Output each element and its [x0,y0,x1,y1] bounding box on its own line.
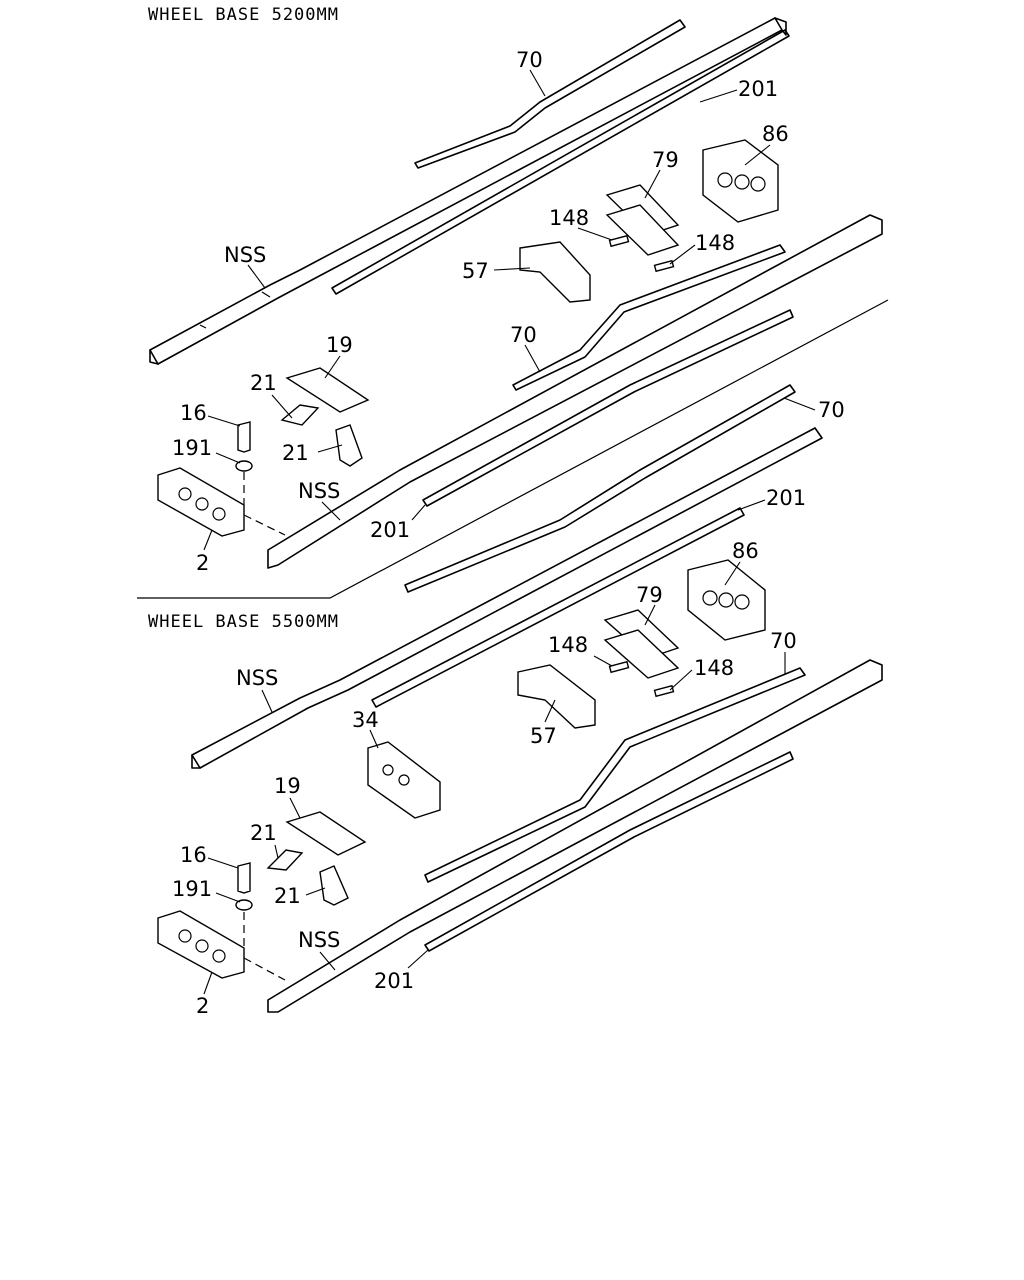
callout-201-right: 201 [766,486,806,510]
crossmember-34 [367,741,441,819]
callout-2-5500: 2 [196,994,209,1018]
bracket-79-5500 [603,609,680,679]
plate-70-5500 [424,667,806,883]
callout-201-lower: 201 [370,518,410,542]
callout-86: 86 [762,122,789,146]
callout-21-bottom: 21 [282,441,309,465]
bolt-16 [237,421,251,453]
reinforcement-201-lower-5500 [424,751,794,952]
shim-148-b-5500 [653,684,675,698]
callout-21-bottom-5500: 21 [274,884,301,908]
callout-57-5500: 57 [530,724,557,748]
frame-rail-nss-upper [149,17,787,365]
callout-nss-upper: NSS [224,243,266,267]
washer-191-5500 [235,899,253,911]
callout-148-right-5500: 148 [694,656,734,680]
section-wheel-base-5500: WHEEL BASE 5500MM [148,427,883,1018]
bracket-21-b-5500 [319,865,349,906]
reinforcement-201-upper [331,29,790,295]
reinforcement-201-upper-5500 [371,507,745,708]
bracket-21-a-5500 [266,849,304,871]
callout-21-top-5500: 21 [250,821,277,845]
callout-79: 79 [652,148,679,172]
callout-16: 16 [180,401,207,425]
callout-70-right: 70 [818,398,845,422]
callout-148-left: 148 [549,206,589,230]
callout-70-top: 70 [516,48,543,72]
plate-70-right [404,384,796,593]
frame-rail-nss-left [191,427,823,769]
callout-191-5500: 191 [172,877,212,901]
callout-57: 57 [462,259,489,283]
shim-148-b [653,259,675,273]
crossmember-86-5500 [687,559,766,641]
callout-21-top: 21 [250,371,277,395]
callout-191: 191 [172,436,212,460]
frame-rail-lower-right [267,659,883,1013]
bracket-57 [519,241,591,303]
callout-70-5500: 70 [770,629,797,653]
callout-86-5500: 86 [732,539,759,563]
bracket-21-a [280,404,320,426]
section-wheel-base-5200: WHEEL BASE 5200MM [137,5,889,599]
callout-nss-left-5500: NSS [236,666,278,690]
plate-70-top [414,19,686,169]
callout-79-5500: 79 [636,583,663,607]
callout-34: 34 [352,708,379,732]
plate-70-mid [512,244,786,391]
bolt-16-5500 [237,862,251,894]
callout-148-left-5500: 148 [548,633,588,657]
crossmember-19-5500 [285,811,367,856]
crossmember-19 [285,367,370,413]
section-title-5200: WHEEL BASE 5200MM [148,5,339,25]
shim-148-a-5500 [608,660,630,674]
callout-19-5500: 19 [274,774,301,798]
washer-191 [235,460,253,472]
reinforcement-201-mid [422,309,794,507]
callout-nss-lower-5500: NSS [298,928,340,952]
callout-148-right: 148 [695,231,735,255]
callout-70-mid: 70 [510,323,537,347]
crossmember-86 [702,139,779,223]
shim-148-a [608,234,630,248]
section-divider [137,299,889,599]
crossmember-2-5500 [157,910,245,979]
callout-16-5500: 16 [180,843,207,867]
section-title-5500: WHEEL BASE 5500MM [148,612,339,632]
bracket-79 [605,184,680,256]
callout-nss-lower: NSS [298,479,340,503]
frame-rail-upper-right [267,214,883,569]
callout-2: 2 [196,551,209,575]
callout-201-top: 201 [738,77,778,101]
bracket-21-b [335,424,363,467]
callout-19: 19 [326,333,353,357]
crossmember-2 [157,467,245,537]
callout-201-5500: 201 [374,969,414,993]
bracket-57-5500 [517,664,596,729]
